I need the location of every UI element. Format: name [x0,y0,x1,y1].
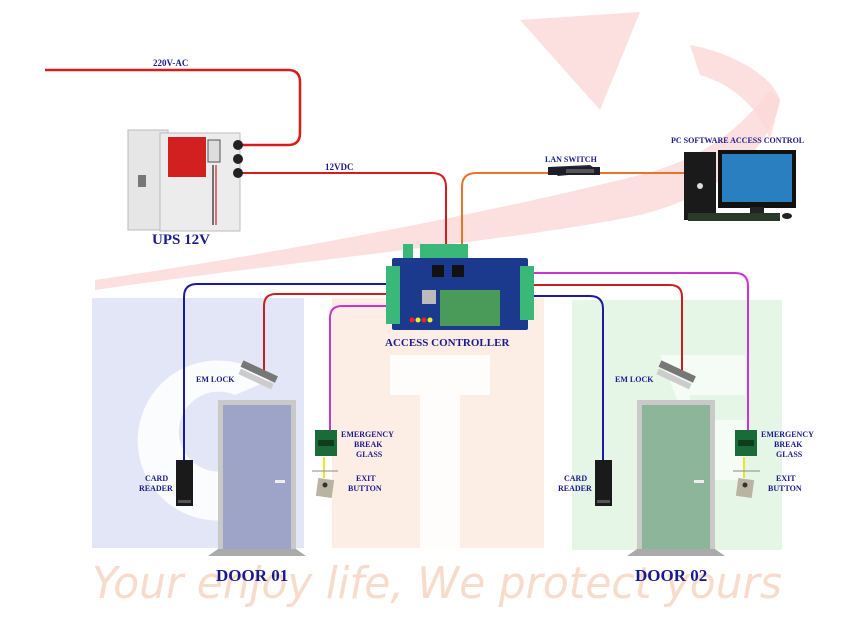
door1-break-glass-label-3: GLASS [356,450,383,459]
watermark-arrow [95,90,780,290]
em-lock-2-icon [656,360,696,390]
door1-break-glass-label-2: BREAK [354,440,383,449]
door-01 [208,400,306,556]
watermark-letter-t [390,355,490,555]
door-01-label: DOOR 01 [216,566,288,585]
exit-button-1-icon [315,477,335,499]
wire-12vdc [238,172,447,248]
door1-card-label-2: READER [139,484,173,493]
door-02-label: DOOR 02 [635,566,707,585]
door2-card-label-2: READER [558,484,592,493]
wire-door2-button [530,272,749,431]
ups-box-icon [127,129,243,232]
pc-icon [684,150,796,221]
pc-label: PC SOFTWARE ACCESS CONTROL [671,136,804,145]
wire-220v-ac [45,68,302,147]
ac-power-label: 220V-AC [153,58,188,68]
watermark-arrow-head [520,12,640,110]
door1-break-glass-label-1: EMERGENCY [341,430,394,439]
exit-button-2-icon [735,477,755,499]
card-reader-2-icon [595,460,612,506]
wire-door1-button [329,305,392,431]
wire-door2-reader [530,295,604,462]
em-lock-1-icon [238,360,278,390]
wire-door1-reader [183,283,392,462]
card-reader-1-icon [176,460,193,506]
door2-exit-label-2: BUTTON [768,484,802,493]
door2-em-lock-label: EM LOCK [615,375,654,384]
wire-door1-lock [263,293,392,373]
door2-card-label-1: CARD [564,474,587,483]
access-controller-board-icon [386,244,534,330]
door1-exit-label-1: EXIT [356,474,376,483]
door1-exit-label-2: BUTTON [348,484,382,493]
door2-break-glass-label-2: BREAK [774,440,803,449]
wire-network [461,172,690,248]
door1-em-lock-label: EM LOCK [196,375,235,384]
dc-power-label: 12VDC [325,162,354,172]
door-02 [627,400,725,556]
wire-door2-lock [530,284,683,373]
lan-switch-label: LAN SWITCH [545,155,598,164]
door2-exit-label-1: EXIT [776,474,796,483]
door2-break-glass-label-1: EMERGENCY [761,430,814,439]
ups-label: UPS 12V [152,232,210,248]
break-glass-1-icon [315,430,337,456]
watermark-slogan: Your enjoy life, We protect yours [92,558,782,609]
break-glass-2-icon [735,430,757,456]
lan-switch-icon [548,165,600,176]
door1-card-label-1: CARD [145,474,168,483]
door2-break-glass-label-3: GLASS [776,450,803,459]
controller-label: ACCESS CONTROLLER [385,337,510,349]
watermark-arrow-shaft [690,45,780,140]
